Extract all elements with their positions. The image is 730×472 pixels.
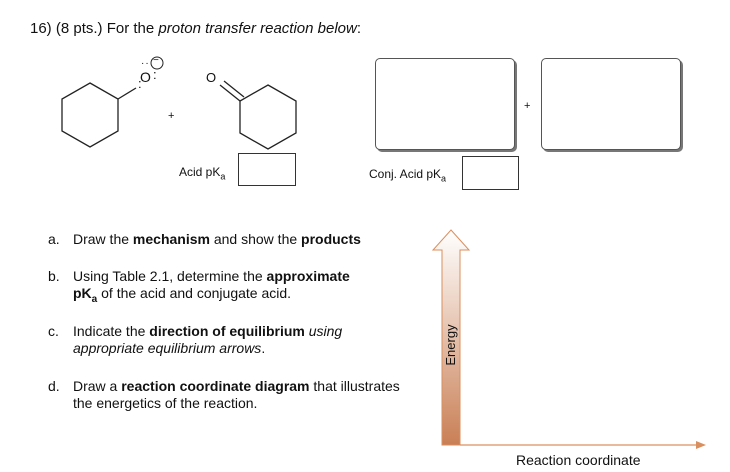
question-header-italic: proton transfer reaction below bbox=[158, 20, 357, 37]
task-bold-subscript: a bbox=[91, 293, 98, 305]
question-header-text: 16) (8 pts.) For the bbox=[30, 20, 159, 37]
acid-pka-label: Acid pKa bbox=[179, 165, 225, 181]
task-bold: products bbox=[301, 231, 361, 247]
product-box-1[interactable] bbox=[375, 58, 515, 150]
task-letter: c. bbox=[48, 323, 59, 339]
negative-charge-sign: − bbox=[153, 55, 159, 66]
task-text: that illustrates the energetics of the r… bbox=[73, 378, 400, 411]
carbonyl-oxygen-label: O bbox=[206, 70, 217, 85]
task-text: of the acid and conjugate acid. bbox=[97, 285, 292, 301]
task-bold: mechanism bbox=[132, 231, 210, 247]
oxygen-anion-label: O bbox=[140, 69, 151, 85]
c-o-bond bbox=[117, 87, 137, 100]
acid-pka-answer-box[interactable] bbox=[238, 153, 296, 186]
acid-pka-subscript: a bbox=[220, 171, 226, 182]
task-letter: b. bbox=[48, 268, 60, 284]
reactant-plus-sign: + bbox=[168, 110, 175, 122]
conj-acid-pka-text: Conj. Acid pK bbox=[369, 167, 442, 181]
lone-pairs-top: ·· bbox=[141, 58, 150, 69]
energy-axis-label: Energy bbox=[443, 324, 458, 366]
reaction-coordinate-label: Reaction coordinate bbox=[516, 452, 641, 468]
task-bold: approximate bbox=[266, 268, 350, 284]
conj-acid-pka-label: Conj. Acid pKa bbox=[369, 167, 446, 183]
task-text: Indicate the bbox=[73, 323, 150, 339]
acid-pka-text: Acid pK bbox=[179, 165, 221, 179]
reaction-coordinate-arrowhead bbox=[696, 441, 706, 449]
task-bold: reaction coordinate diagram bbox=[121, 378, 310, 394]
carbonyl-bond-1 bbox=[219, 84, 241, 102]
carbonyl-bond-2 bbox=[223, 80, 245, 98]
conj-acid-pka-answer-box[interactable] bbox=[462, 156, 519, 190]
task-italic: using appropriate equilibrium arrows bbox=[73, 323, 343, 356]
question-header-end: : bbox=[356, 20, 362, 37]
energy-axis-arrow bbox=[431, 229, 471, 446]
task-text: and show the bbox=[209, 231, 302, 247]
reactant-structures bbox=[61, 56, 297, 150]
lone-pair-right: : bbox=[153, 67, 157, 82]
task-bold: pK bbox=[73, 285, 92, 301]
task-bold: direction of equilibrium bbox=[149, 323, 305, 339]
lone-pair-left: : bbox=[138, 76, 142, 91]
task-text: Draw a bbox=[73, 378, 122, 394]
conj-acid-pka-subscript: a bbox=[441, 173, 447, 184]
question-header: 16) (8 pts.) For the proton transfer rea… bbox=[30, 20, 361, 37]
task-letter: a. bbox=[48, 231, 60, 247]
task-text: Draw the bbox=[73, 231, 133, 247]
product-plus-sign: + bbox=[524, 100, 531, 112]
product-box-2[interactable] bbox=[541, 58, 681, 150]
task-text: Using Table 2.1, determine the bbox=[73, 268, 267, 284]
negative-charge-circle bbox=[150, 56, 164, 70]
task-text: . bbox=[261, 340, 266, 356]
task-letter: d. bbox=[48, 378, 60, 394]
